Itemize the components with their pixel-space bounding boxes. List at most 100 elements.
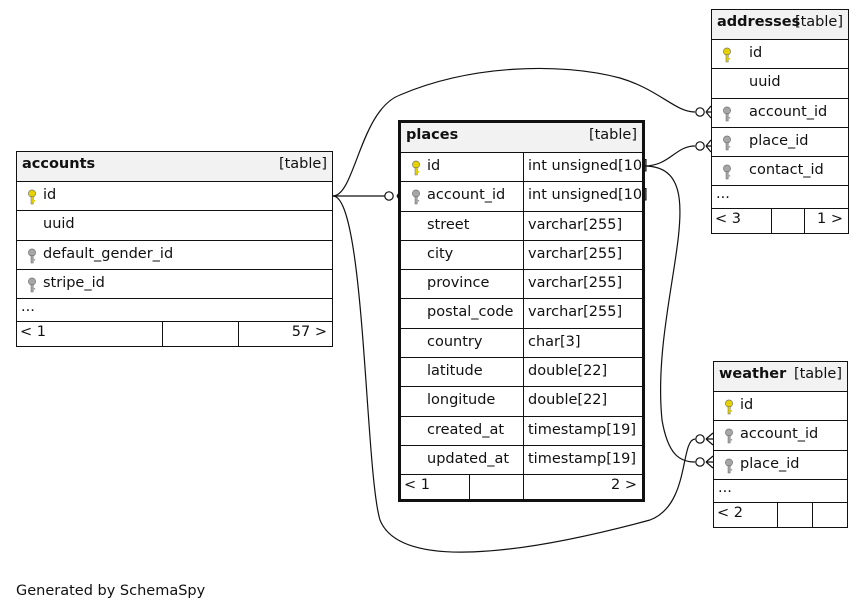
column-name: account_id bbox=[740, 426, 819, 443]
column-type: varchar[255] bbox=[528, 245, 623, 262]
primary-key-icon bbox=[720, 47, 734, 63]
column-name: id bbox=[749, 45, 763, 61]
table-addresses[interactable]: addresses [table] id uuid account_id place_… bbox=[711, 9, 849, 235]
column-name: place_id bbox=[749, 132, 809, 149]
column-row[interactable]: id int unsigned[10] bbox=[401, 153, 648, 183]
primary-key-icon bbox=[409, 160, 423, 176]
column-row[interactable]: created_at timestamp[19] bbox=[401, 416, 642, 446]
column-name: id bbox=[740, 397, 754, 413]
column-row[interactable]: id bbox=[17, 182, 332, 212]
nav-prev[interactable]: < 3 bbox=[715, 211, 741, 228]
table-kind: [table] bbox=[794, 14, 843, 30]
column-type: char[3] bbox=[528, 333, 581, 350]
table-nav: < 1 2 > bbox=[401, 475, 642, 500]
column-name: id bbox=[427, 158, 441, 174]
column-row[interactable]: account_id bbox=[714, 421, 847, 451]
column-row[interactable]: default_gender_id bbox=[17, 241, 332, 270]
column-row[interactable]: country char[3] bbox=[401, 328, 642, 359]
column-row[interactable]: place_id bbox=[712, 128, 848, 158]
table-nav: < 2 bbox=[714, 502, 847, 527]
column-row[interactable]: id bbox=[712, 40, 848, 70]
column-row[interactable]: uuid bbox=[712, 69, 848, 99]
optional-marker bbox=[384, 191, 394, 201]
primary-key-icon bbox=[722, 399, 736, 415]
table-header: weather [table] bbox=[714, 362, 847, 392]
column-name: id bbox=[43, 187, 57, 203]
column-name: created_at bbox=[427, 421, 505, 438]
column-row[interactable]: id bbox=[714, 392, 847, 422]
column-type: int unsigned[10] bbox=[528, 158, 648, 174]
foreign-key-icon bbox=[720, 164, 734, 180]
column-row[interactable]: account_id int unsigned[10] bbox=[401, 182, 648, 212]
column-row[interactable]: place_id bbox=[714, 451, 847, 480]
column-row[interactable]: longitude double[22] bbox=[401, 387, 642, 417]
nav-prev[interactable]: < 1 bbox=[404, 477, 430, 494]
column-name: updated_at bbox=[427, 450, 510, 467]
column-type: timestamp[19] bbox=[528, 450, 636, 467]
column-row[interactable]: latitude double[22] bbox=[401, 358, 642, 388]
generated-by-footer: Generated by SchemaSpy bbox=[16, 583, 206, 599]
table-kind: [table] bbox=[588, 127, 637, 143]
more-columns[interactable]: ... bbox=[712, 186, 848, 210]
table-kind: [table] bbox=[793, 366, 842, 382]
nav-next[interactable]: 1 > bbox=[817, 211, 843, 228]
optional-marker bbox=[695, 457, 705, 467]
foreign-key-icon bbox=[720, 135, 734, 151]
column-name: uuid bbox=[749, 74, 781, 91]
link-places-weather bbox=[643, 165, 696, 463]
column-row[interactable]: uuid bbox=[17, 211, 332, 241]
column-type: int unsigned[10] bbox=[528, 187, 648, 204]
column-row[interactable]: account_id bbox=[712, 99, 848, 128]
foreign-key-icon bbox=[409, 189, 423, 205]
column-name: place_id bbox=[740, 455, 800, 472]
column-type: double[22] bbox=[528, 363, 608, 380]
column-name: default_gender_id bbox=[43, 245, 174, 262]
column-type: varchar[255] bbox=[528, 216, 623, 233]
column-name: stripe_id bbox=[43, 274, 105, 291]
column-list: id int unsigned[10] account_id int unsigned… bbox=[401, 153, 648, 476]
column-list: id account_id place_id bbox=[714, 392, 847, 480]
optional-marker bbox=[695, 107, 705, 117]
column-row[interactable]: updated_at timestamp[19] bbox=[401, 445, 642, 476]
column-name: country bbox=[427, 333, 483, 350]
link-places-addresses bbox=[643, 145, 696, 167]
table-nav: < 3 1 > bbox=[712, 209, 848, 234]
column-name: contact_id bbox=[749, 162, 824, 179]
column-row[interactable]: stripe_id bbox=[17, 270, 332, 300]
more-columns[interactable]: ... bbox=[17, 299, 332, 323]
column-type: timestamp[19] bbox=[528, 421, 636, 438]
foreign-key-icon bbox=[25, 248, 39, 264]
column-type: double[22] bbox=[528, 392, 608, 409]
table-nav: < 1 57 > bbox=[17, 322, 332, 347]
column-name: uuid bbox=[43, 216, 75, 233]
nav-next[interactable]: 2 > bbox=[611, 477, 637, 494]
column-row[interactable]: contact_id bbox=[712, 157, 848, 187]
more-columns[interactable]: ... bbox=[714, 480, 847, 503]
nav-prev[interactable]: < 2 bbox=[717, 504, 743, 521]
primary-key-icon bbox=[25, 189, 39, 205]
column-name: latitude bbox=[427, 363, 483, 380]
column-row[interactable]: city varchar[255] bbox=[401, 240, 642, 271]
column-name: longitude bbox=[427, 392, 496, 409]
column-name: account_id bbox=[427, 187, 506, 204]
link-accounts-addresses bbox=[332, 67, 696, 197]
nav-next[interactable]: 57 > bbox=[291, 324, 327, 341]
table-kind: [table] bbox=[278, 156, 327, 172]
table-weather[interactable]: weather [table] id account_id place_id ...… bbox=[713, 361, 848, 528]
foreign-key-icon bbox=[720, 106, 734, 122]
foreign-key-icon bbox=[722, 458, 736, 474]
nav-prev[interactable]: < 1 bbox=[20, 324, 46, 341]
table-name: addresses bbox=[717, 14, 801, 30]
table-header: places [table] bbox=[401, 123, 642, 153]
table-name: weather bbox=[719, 366, 787, 382]
column-name: city bbox=[427, 245, 454, 262]
foreign-key-icon bbox=[25, 277, 39, 293]
column-name: province bbox=[427, 275, 490, 292]
column-type: varchar[255] bbox=[528, 304, 623, 321]
